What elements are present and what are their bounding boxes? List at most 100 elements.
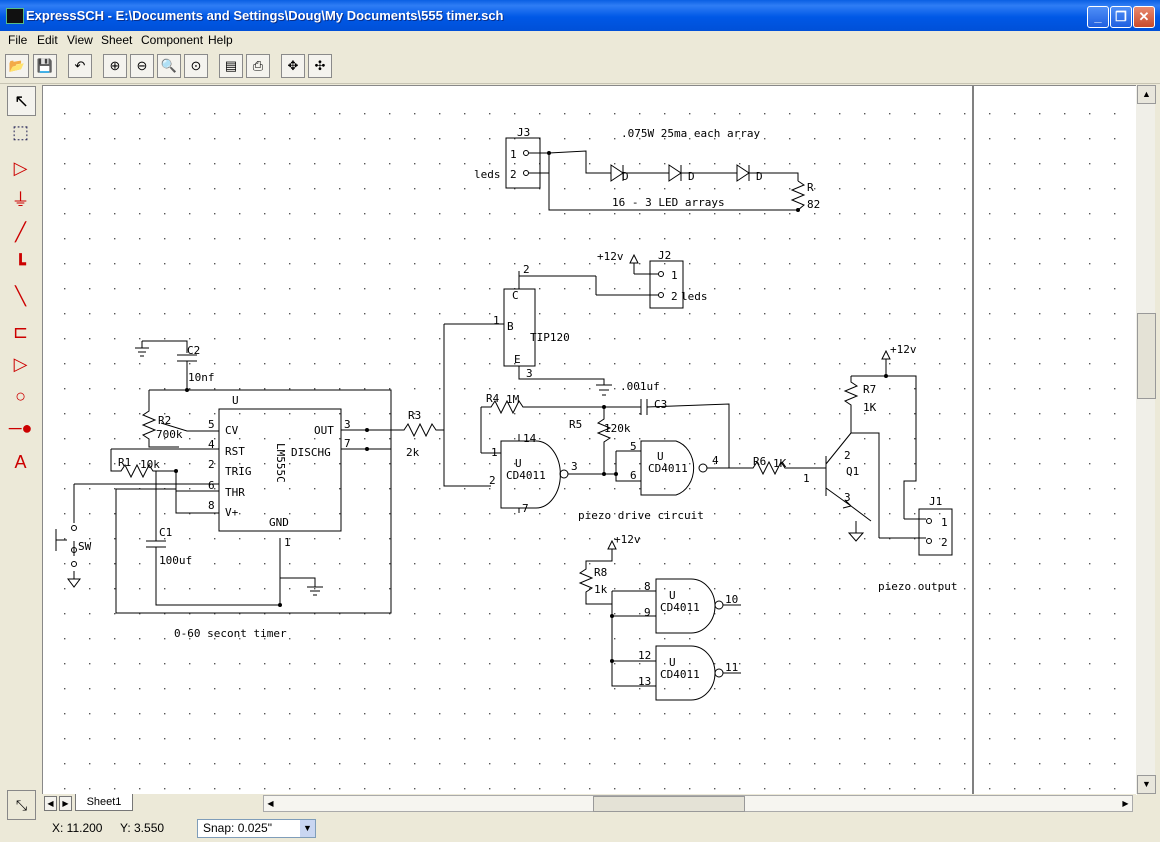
c3-label: C3 — [654, 398, 667, 411]
r1-value: 10k — [140, 458, 160, 471]
pin-gnd: GND — [269, 516, 289, 529]
zoom-fit-icon[interactable]: 🔍 — [157, 54, 181, 78]
sw-label: SW — [78, 540, 92, 553]
menu-sheet[interactable]: Sheet — [101, 33, 133, 47]
r6-value: 1K — [773, 457, 787, 470]
ground-icon[interactable]: ⏚ — [11, 190, 30, 210]
r8-label: R8 — [594, 566, 607, 579]
snap-value: Snap: 0.025" — [203, 821, 272, 835]
zoom-page-icon[interactable]: ⊙ — [184, 54, 208, 78]
plus12-label-2: +12v — [890, 343, 917, 356]
pin-rst: RST — [225, 445, 245, 458]
close-button[interactable]: ✕ — [1133, 6, 1155, 28]
pin8: 8 — [208, 499, 215, 512]
g2-p6: 6 — [630, 469, 637, 482]
vertical-scrollbar[interactable]: ▲ ▼ — [1136, 85, 1156, 794]
print-icon[interactable]: ⎙ — [246, 54, 270, 78]
scroll-left-icon[interactable]: ◀ — [267, 799, 274, 808]
j2-pin2: 2 — [671, 290, 678, 303]
maximize-button[interactable]: ❐ — [1110, 6, 1132, 28]
c3-value: .001uf — [620, 380, 660, 393]
g3-p8: 8 — [644, 580, 651, 593]
g3-p10: 10 — [725, 593, 738, 606]
toolbar: 📂 💾 ↶ ⊕ ⊖ 🔍 ⊙ ▤ ⎙ ✥ ✣ — [0, 50, 1160, 84]
q1-pin1: 1 — [803, 472, 810, 485]
j3-label: J3 — [517, 126, 530, 139]
led-d1: D — [622, 170, 629, 183]
snap-toggle-icon[interactable]: ⤡ — [7, 790, 36, 820]
q1-label: Q1 — [846, 465, 859, 478]
open-folder-icon[interactable]: 📂 — [5, 54, 29, 78]
horizontal-scroll-thumb[interactable] — [593, 796, 745, 812]
chevron-down-icon[interactable]: ▼ — [300, 820, 315, 837]
pin6: 6 — [208, 479, 215, 492]
menu-edit[interactable]: Edit — [37, 33, 58, 47]
r7-value: 1K — [863, 401, 877, 414]
menu-file[interactable]: File — [8, 33, 28, 47]
g1-u: U — [515, 457, 522, 470]
arrays-label: 16 - 3 LED arrays — [612, 196, 725, 209]
tip-c: C — [512, 289, 519, 302]
r-top-value: 82 — [807, 198, 820, 211]
x-coordinate: X: 11.200 — [52, 821, 103, 835]
bus-entry-icon[interactable]: ╲ — [15, 286, 26, 306]
g4-cd: CD4011 — [660, 668, 700, 681]
j1-pin1: 1 — [941, 516, 948, 529]
scroll-up-icon[interactable]: ▲ — [1137, 85, 1156, 104]
plus12-label-1: +12v — [597, 250, 624, 263]
circle-icon[interactable]: ○ — [15, 386, 26, 406]
r3-label: R3 — [408, 409, 421, 422]
status-bar: X: 11.200 Y: 3.550 Snap: 0.025" ▼ — [0, 816, 1160, 842]
tab-sheet1[interactable]: Sheet1 — [75, 794, 133, 811]
horizontal-scrollbar[interactable]: ◀ ▶ — [263, 795, 1133, 812]
g3-cd: CD4011 — [660, 601, 700, 614]
led-d2: D — [688, 170, 695, 183]
tab-next-icon[interactable]: ▶ — [59, 796, 72, 811]
pan-icon[interactable]: ✥ — [281, 54, 305, 78]
undo-icon[interactable]: ↶ — [68, 54, 92, 78]
pin1: 1 — [284, 536, 291, 549]
snap-select[interactable]: Snap: 0.025" ▼ — [197, 819, 316, 838]
properties-icon[interactable]: ▤ — [219, 54, 243, 78]
menu-view[interactable]: View — [67, 33, 93, 47]
r4-value: 1M — [506, 393, 520, 406]
buffer-icon[interactable]: ▷ — [13, 354, 28, 374]
pan-auto-icon[interactable]: ✣ — [308, 54, 332, 78]
bus-icon[interactable]: ┗ — [15, 254, 26, 274]
junction-icon[interactable]: ─● — [8, 418, 33, 438]
save-icon[interactable]: 💾 — [33, 54, 57, 78]
pin-cv: CV — [225, 424, 239, 437]
j2-label: J2 — [658, 249, 671, 262]
component-icon[interactable]: ▷ — [13, 158, 28, 178]
g1-p3: 3 — [571, 460, 578, 473]
timer-label: 0-60 secont timer — [174, 627, 287, 640]
component-palette: ↖ ⬚ ▷ ⏚ ╱ ┗ ╲ ⊏ ▷ ○ ─● A ⤡ — [4, 84, 37, 820]
g1-p1: 1 — [491, 446, 498, 459]
piezo-drive-label: piezo drive circuit — [578, 509, 704, 522]
r5-label: R5 — [569, 418, 582, 431]
select-icon[interactable]: ↖ — [7, 86, 36, 116]
tab-prev-icon[interactable]: ◀ — [44, 796, 57, 811]
menu-component[interactable]: Component — [141, 33, 204, 47]
vertical-scroll-thumb[interactable] — [1137, 313, 1156, 399]
menu-help[interactable]: Help — [208, 33, 233, 47]
c1-label: C1 — [159, 526, 172, 539]
schematic-canvas[interactable]: J3 1 2 leds .075W 25ma each array 16 - 3… — [42, 85, 1137, 795]
tip-pin3: 3 — [526, 367, 533, 380]
g2-cd: CD4011 — [648, 462, 688, 475]
zoom-select-icon[interactable]: ⬚ — [11, 122, 29, 142]
zoom-out-icon[interactable]: ⊖ — [130, 54, 154, 78]
plus12-label-3: +12v — [614, 533, 641, 546]
r4-label: R4 — [486, 392, 500, 405]
scroll-down-icon[interactable]: ▼ — [1137, 775, 1156, 794]
wire-icon[interactable]: ╱ — [15, 222, 26, 242]
part-icon[interactable]: ⊏ — [12, 322, 29, 342]
text-icon[interactable]: A — [14, 452, 27, 472]
j2-pin1: 1 — [671, 269, 678, 282]
tip-e: E — [514, 353, 521, 366]
scroll-right-icon[interactable]: ▶ — [1122, 799, 1129, 808]
minimize-button[interactable]: _ — [1087, 6, 1109, 28]
r7-label: R7 — [863, 383, 876, 396]
zoom-in-icon[interactable]: ⊕ — [103, 54, 127, 78]
q1-pin2: 2 — [844, 449, 851, 462]
